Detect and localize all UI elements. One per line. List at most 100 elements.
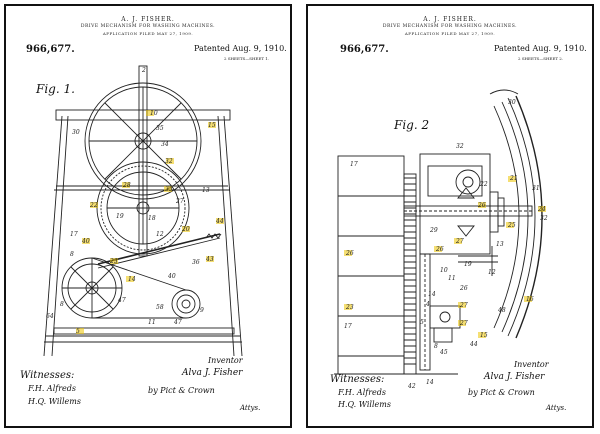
patent-sheet-2: A. J. FISHER. DRIVE MECHANISM FOR WASHIN… [306, 4, 594, 428]
svg-text:26: 26 [459, 285, 468, 292]
attorneys-label: Attys. [546, 404, 567, 412]
svg-text:11: 11 [448, 275, 456, 282]
svg-text:11: 11 [148, 319, 156, 326]
svg-text:25: 25 [507, 222, 516, 229]
witnesses-label: Witnesses: [20, 370, 75, 381]
patent-title: DRIVE MECHANISM FOR WASHING MACHINES. [80, 24, 216, 29]
svg-text:43: 43 [205, 256, 214, 263]
svg-text:26: 26 [477, 202, 486, 209]
svg-text:14: 14 [428, 291, 436, 298]
svg-text:32: 32 [540, 215, 548, 222]
svg-text:23: 23 [345, 304, 354, 311]
application-filed: APPLICATION FILED MAY 27, 1909. [102, 31, 194, 36]
svg-text:29: 29 [429, 227, 438, 234]
svg-text:40: 40 [81, 238, 90, 245]
witness-signature-1: F.H. Alfreds [338, 388, 386, 397]
inventor-label: Inventor [208, 356, 243, 365]
svg-text:44: 44 [215, 218, 224, 225]
svg-text:13: 13 [496, 241, 504, 248]
svg-text:28: 28 [122, 182, 131, 189]
svg-text:20: 20 [181, 226, 190, 233]
svg-text:31: 31 [532, 185, 540, 192]
svg-text:14: 14 [128, 276, 136, 283]
attorney-by-line: by Pict & Crown [148, 386, 215, 395]
svg-text:17: 17 [344, 323, 352, 330]
patent-sheet-1: A. J. FISHER. DRIVE MECHANISM FOR WASHIN… [4, 4, 292, 428]
svg-text:17: 17 [70, 231, 78, 238]
inventor-signature: Alva J. Fisher [484, 372, 545, 382]
svg-text:42: 42 [407, 383, 416, 390]
svg-text:22: 22 [479, 181, 488, 188]
patent-number: 966,677. [340, 44, 389, 55]
svg-text:14: 14 [426, 379, 434, 386]
attorney-by-line: by Pict & Crown [468, 388, 535, 397]
svg-text:33: 33 [165, 186, 173, 193]
drive-mechanism-drawing-fig2: 30 17 32 22 21 31 26 25 24 27 26 32 29 1… [334, 89, 548, 390]
svg-text:8: 8 [60, 301, 64, 308]
svg-text:64: 64 [46, 313, 54, 320]
figure-label: Fig. 2 [394, 118, 430, 132]
svg-text:19: 19 [464, 261, 472, 268]
svg-text:26: 26 [345, 250, 354, 257]
drive-mechanism-drawing-fig1: 2 30 10 35 34 15 32 33 28 22 13 27 19 18… [43, 65, 243, 357]
svg-text:35: 35 [156, 125, 164, 132]
witnesses-label: Witnesses: [330, 374, 385, 385]
svg-text:23: 23 [109, 258, 118, 265]
svg-text:19: 19 [116, 213, 124, 220]
svg-text:18: 18 [148, 215, 156, 222]
svg-text:12: 12 [156, 231, 164, 238]
svg-text:47: 47 [117, 297, 126, 304]
svg-text:27: 27 [459, 302, 468, 309]
svg-text:9: 9 [200, 307, 204, 314]
patent-title: DRIVE MECHANISM FOR WASHING MACHINES. [382, 24, 518, 29]
svg-text:30: 30 [508, 99, 516, 106]
svg-text:36: 36 [192, 259, 200, 266]
patented-date: Patented Aug. 9, 1910. [494, 44, 587, 53]
svg-text:27: 27 [175, 198, 184, 205]
svg-text:44: 44 [469, 341, 478, 348]
witness-signature-1: F.H. Alfreds [28, 384, 76, 393]
svg-text:10: 10 [150, 110, 158, 117]
application-filed: APPLICATION FILED MAY 27, 1909. [404, 31, 496, 36]
svg-text:40: 40 [167, 273, 176, 280]
witness-signature-2: H.Q. Willems [338, 400, 391, 409]
svg-text:8: 8 [434, 343, 438, 350]
svg-text:10: 10 [440, 267, 448, 274]
svg-text:48: 48 [497, 307, 506, 314]
patented-date: Patented Aug. 9, 1910. [194, 44, 287, 53]
svg-text:27: 27 [455, 238, 464, 245]
sheet-count: 2 SHEETS—SHEET 2. [518, 56, 564, 61]
svg-text:26: 26 [435, 246, 444, 253]
inventor-label: Inventor [514, 360, 549, 369]
attorneys-label: Attys. [240, 404, 261, 412]
svg-text:45: 45 [439, 349, 448, 356]
svg-text:16: 16 [526, 296, 534, 303]
inventor-name: A. J. FISHER. [423, 16, 477, 23]
svg-text:24: 24 [537, 206, 546, 213]
figure-label: Fig. 1. [36, 82, 75, 96]
svg-text:4: 4 [425, 301, 430, 308]
witness-signature-2: H.Q. Willems [28, 397, 81, 406]
svg-text:22: 22 [89, 202, 98, 209]
svg-text:5: 5 [76, 328, 80, 335]
svg-text:13: 13 [202, 187, 210, 194]
svg-text:34: 34 [161, 141, 169, 148]
svg-text:32: 32 [456, 143, 464, 150]
svg-text:47: 47 [173, 319, 182, 326]
inventor-name: A. J. FISHER. [121, 16, 175, 23]
svg-text:2: 2 [141, 67, 146, 74]
svg-text:30: 30 [72, 129, 80, 136]
svg-text:32: 32 [165, 158, 173, 165]
svg-text:15: 15 [480, 332, 488, 339]
svg-text:27: 27 [459, 320, 468, 327]
svg-text:8: 8 [70, 251, 74, 258]
svg-text:5: 5 [420, 319, 424, 326]
svg-text:12: 12 [488, 269, 496, 276]
svg-text:15: 15 [208, 122, 216, 129]
svg-text:58: 58 [156, 304, 164, 311]
sheet-count: 2 SHEETS—SHEET 1. [224, 56, 270, 61]
svg-text:17: 17 [350, 161, 358, 168]
inventor-signature: Alva J. Fisher [182, 368, 243, 378]
svg-text:21: 21 [509, 175, 518, 182]
patent-number: 966,677. [26, 44, 75, 55]
